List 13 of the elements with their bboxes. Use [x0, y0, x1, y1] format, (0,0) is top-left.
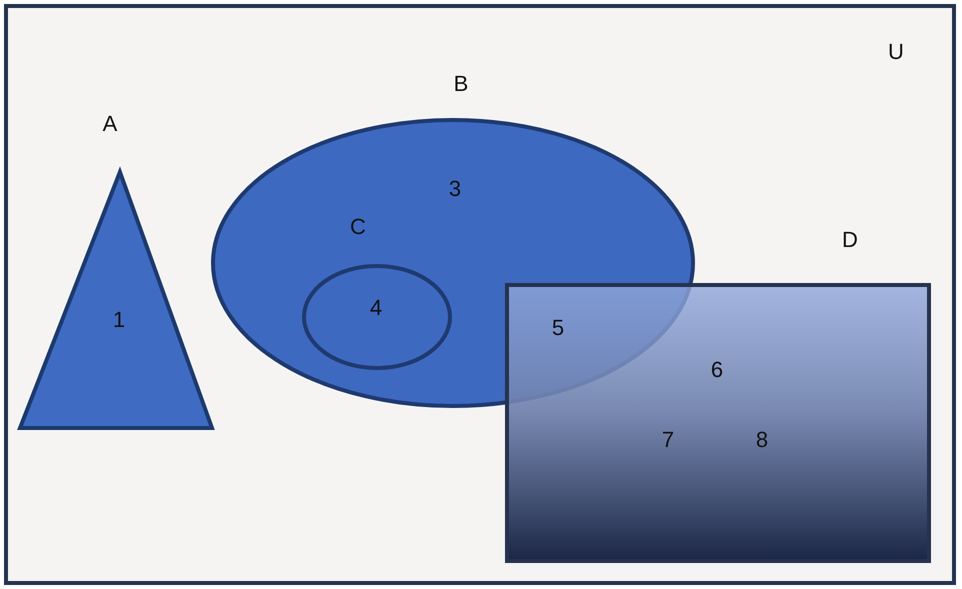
set-label: A — [102, 113, 118, 135]
universe-rectangle — [4, 4, 956, 585]
region-number: 6 — [710, 359, 724, 381]
region-number: 3 — [448, 178, 462, 200]
region-number: 4 — [370, 297, 382, 319]
region-number: 7 — [662, 429, 674, 451]
set-label: C — [350, 216, 366, 238]
region-number: 8 — [756, 429, 768, 451]
region-number: 1 — [112, 309, 126, 331]
set-label: D — [842, 229, 858, 251]
region-number: 5 — [552, 317, 564, 339]
set-label: U — [888, 41, 904, 63]
set-label: B — [454, 73, 468, 95]
